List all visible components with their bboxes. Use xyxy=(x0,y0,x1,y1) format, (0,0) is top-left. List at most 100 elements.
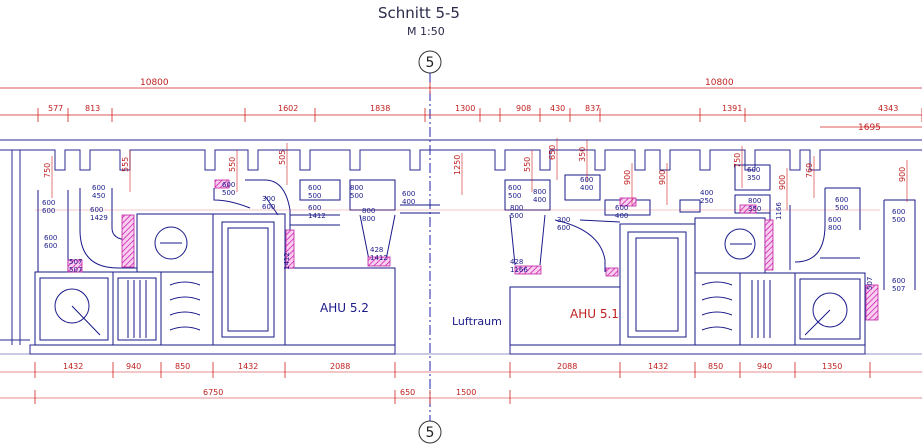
vertical-dim-value: 505 xyxy=(278,150,287,165)
duct-tag: 400 xyxy=(402,198,415,206)
reference-lines xyxy=(0,209,922,399)
dim-total-left: 10800 xyxy=(140,78,169,88)
top-dim-value: 430 xyxy=(550,104,565,113)
top-dim-value: 813 xyxy=(85,104,100,113)
dim-1695: 1695 xyxy=(858,123,881,133)
vertical-dim-value: 350 xyxy=(578,147,587,162)
duct-tag: 500 xyxy=(222,189,235,197)
duct-tag: 507 xyxy=(69,266,82,274)
duct-tag: 600 xyxy=(42,207,55,215)
bottom-dim-value: 940 xyxy=(126,362,141,371)
vertical-dim-value: 900 xyxy=(623,170,632,185)
bottom-dim-value: 2088 xyxy=(557,362,577,371)
duct-tag: 500 xyxy=(508,192,521,200)
duct-tag: 400 xyxy=(580,184,593,192)
duct-tag: 600 xyxy=(892,277,905,285)
top-dim-value: 1602 xyxy=(278,104,298,113)
duct-tag: 300 xyxy=(557,216,570,224)
duct-tag: 1412 xyxy=(283,252,291,270)
vertical-dim-value: 750 xyxy=(43,163,52,178)
duct-tag: 600 xyxy=(308,204,321,212)
duct-tag: 428 xyxy=(370,246,383,254)
duct-tag: 600 xyxy=(44,242,57,250)
duct-tag: 1412 xyxy=(370,254,388,262)
duct-tag: 600 xyxy=(557,224,570,232)
duct-tag: 600 xyxy=(747,166,760,174)
duct-tag: 507 xyxy=(892,285,905,293)
duct-tag: 600 xyxy=(92,184,105,192)
duct-tag: 600 xyxy=(44,234,57,242)
vertical-dim-value: 555 xyxy=(121,157,130,172)
duct-tag: 500 xyxy=(350,192,363,200)
bottom-dim-value: 2088 xyxy=(330,362,350,371)
duct-tag: 1166 xyxy=(510,266,528,274)
vertical-dim-value: 769 xyxy=(805,163,814,178)
vertical-dim-value: 550 xyxy=(523,157,532,172)
duct-tag: 400 xyxy=(533,196,546,204)
bottom-total-value: 6750 xyxy=(203,388,223,397)
vertical-dim-value: 650 xyxy=(548,145,557,160)
duct-tag: 1429 xyxy=(90,214,108,222)
top-dim-value: 577 xyxy=(48,104,63,113)
duct-tag: 500 xyxy=(835,204,848,212)
vertical-dim-value: 750 xyxy=(733,153,742,168)
top-dim-row: 577 813 1602 1838 1300 908 430 837 1391 4343 xyxy=(37,104,922,122)
duct-tag: 600 xyxy=(262,203,275,211)
duct-tag: 300 xyxy=(262,195,275,203)
vertical-dim-value: 550 xyxy=(228,157,237,172)
duct-tag: 350 xyxy=(748,205,761,213)
vertical-dim-value: 900 xyxy=(898,167,907,182)
duct-tag: 400 xyxy=(700,189,713,197)
bottom-total-value: 650 xyxy=(400,388,415,397)
bottom-dim-value: 940 xyxy=(757,362,772,371)
duct-tag: 1166 xyxy=(775,202,783,220)
duct-tag: 500 xyxy=(308,192,321,200)
duct-tag: 350 xyxy=(747,174,760,182)
duct-tag: 800 xyxy=(362,215,375,223)
floor-plinths xyxy=(0,339,922,355)
bottom-dim-value: 850 xyxy=(175,362,190,371)
duct-tag: 600 xyxy=(615,204,628,212)
drawing-scale: M 1:50 xyxy=(407,25,445,38)
duct-tag: 600 xyxy=(828,216,841,224)
top-dimension-chain xyxy=(0,82,922,116)
duct-tag: 600 xyxy=(402,190,415,198)
vertical-dim-value: 900 xyxy=(778,175,787,190)
duct-tag: 500 xyxy=(510,212,523,220)
duct-tag: 600 xyxy=(42,199,55,207)
ahu-left-label: AHU 5.2 xyxy=(320,301,369,315)
bottom-dim-value: 1350 xyxy=(822,362,842,371)
ahu-5-1 xyxy=(509,217,866,346)
top-dim-value: 908 xyxy=(516,104,531,113)
duct-tag: 428 xyxy=(510,258,523,266)
top-dim-value: 4343 xyxy=(878,104,898,113)
duct-tag: 600 xyxy=(580,176,593,184)
duct-tag: 800 xyxy=(350,184,363,192)
duct-tag: 600 xyxy=(308,184,321,192)
dim-total-right: 10800 xyxy=(705,78,734,88)
duct-tag: 600 xyxy=(508,184,521,192)
luftraum-label: Luftraum xyxy=(452,315,502,328)
vertical-dim-value: 1250 xyxy=(453,155,462,175)
duct-tag: 500 xyxy=(892,216,905,224)
duct-tag: 800 xyxy=(362,207,375,215)
duct-tag: 800 xyxy=(828,224,841,232)
duct-tag: 600 xyxy=(835,196,848,204)
axis-label-bottom: 5 xyxy=(426,425,435,441)
duct-tag: 600 xyxy=(892,208,905,216)
top-dim-value: 1838 xyxy=(370,104,390,113)
top-dim-value: 837 xyxy=(585,104,600,113)
duct-tag: 450 xyxy=(92,192,105,200)
duct-tag: 507 xyxy=(69,258,82,266)
left-wall xyxy=(11,150,21,345)
top-dim-value: 1300 xyxy=(455,104,475,113)
duct-tag: 400 xyxy=(615,212,628,220)
vertical-dimensions: 750 555 550 505 1250 550 650 350 900 900 750 900 769… xyxy=(43,138,908,210)
top-dim-value: 1391 xyxy=(722,104,742,113)
bottom-dim-value: 1432 xyxy=(238,362,258,371)
drawing-title: Schnitt 5-5 xyxy=(378,4,460,22)
axis-label-top: 5 xyxy=(426,55,435,71)
